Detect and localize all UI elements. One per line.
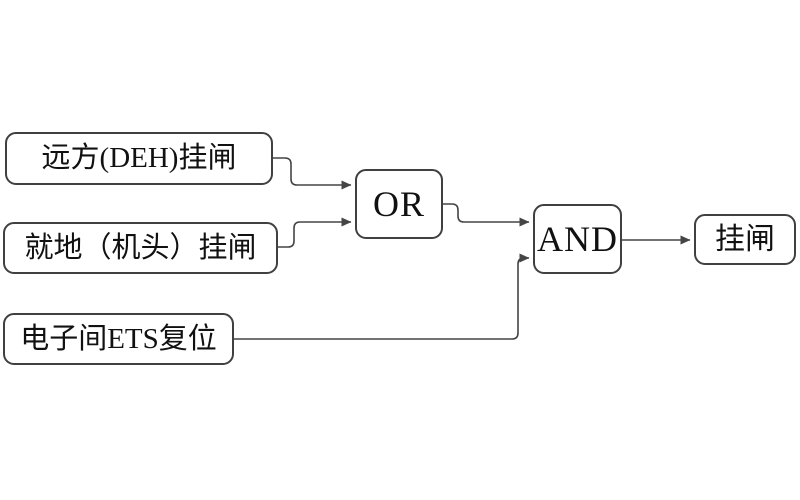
and-gate-box: AND xyxy=(533,204,622,274)
or-gate-label: OR xyxy=(372,184,425,224)
connector-or-to-and xyxy=(443,203,530,227)
and-gate-label: AND xyxy=(537,219,618,259)
input-box-remote-deh: 远方(DEH)挂闸 xyxy=(5,132,273,185)
input-label-remote-deh: 远方(DEH)挂闸 xyxy=(41,142,237,174)
connector-remote-deh-to-or xyxy=(273,157,352,190)
input-box-local-head: 就地（机头）挂闸 xyxy=(3,222,278,274)
input-label-ets-reset: 电子间ETS复位 xyxy=(20,322,217,355)
input-label-local-head: 就地（机头）挂闸 xyxy=(24,231,257,264)
input-box-ets-reset: 电子间ETS复位 xyxy=(3,313,234,365)
connector-local-head-to-or xyxy=(278,217,352,248)
output-box-latch: 挂闸 xyxy=(694,214,796,265)
connector-ets-reset-to-and xyxy=(234,253,530,340)
output-label-latch: 挂闸 xyxy=(715,222,775,256)
or-gate-box: OR xyxy=(355,169,443,239)
